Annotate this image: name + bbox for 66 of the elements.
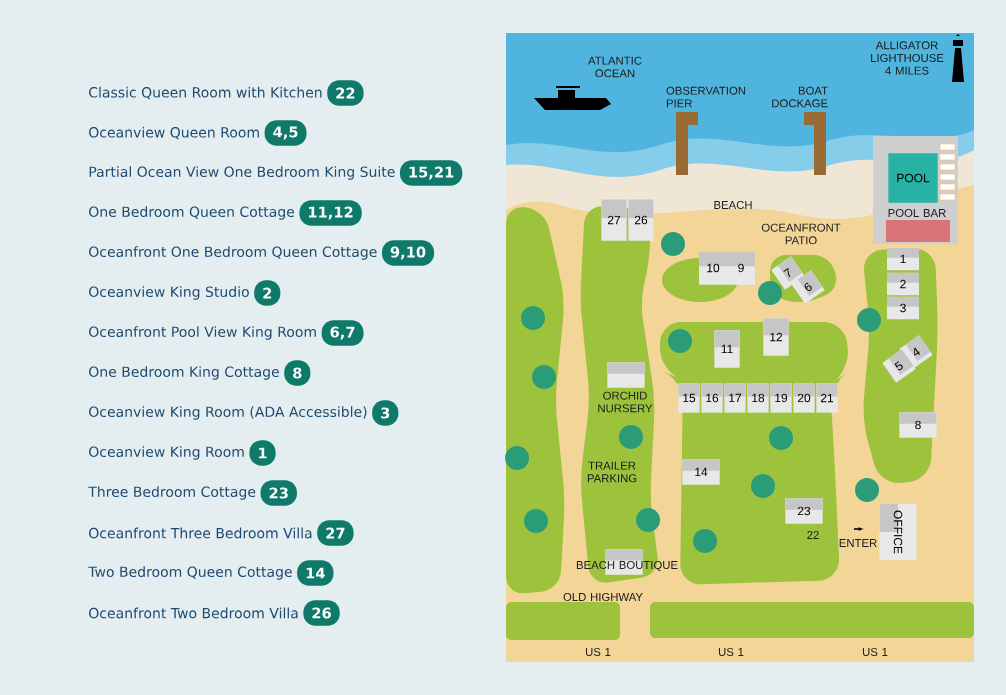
building: 9 bbox=[727, 251, 755, 285]
building: 23 bbox=[785, 498, 823, 524]
node-label: 27 bbox=[607, 215, 621, 225]
building: 26 bbox=[628, 199, 654, 241]
building: 15 bbox=[678, 383, 700, 413]
building: 16 bbox=[701, 383, 723, 413]
building: 12 bbox=[763, 318, 789, 356]
building: 6 bbox=[791, 270, 825, 304]
map-label: BOAT DOCKAGE bbox=[772, 86, 828, 108]
room-type-label: Oceanfront Three Bedroom Villa bbox=[89, 527, 312, 539]
map-label: ATLANTIC OCEAN bbox=[588, 56, 642, 78]
room-type-label: Oceanfront Pool View King Room bbox=[89, 326, 316, 340]
building: 18 bbox=[747, 383, 769, 413]
pool: POOL bbox=[888, 153, 938, 203]
building: 10 bbox=[699, 251, 727, 285]
room-number-badge: 14 bbox=[297, 560, 334, 586]
map-label: OCEANFRONT PATIO bbox=[761, 223, 841, 245]
map-label: US 1 bbox=[718, 648, 744, 656]
map-label: US 1 bbox=[862, 648, 888, 656]
room-number-badge: 4,5 bbox=[264, 120, 307, 146]
room-type-label: Three Bedroom Cottage bbox=[88, 486, 256, 500]
room-type-label: Partial Ocean View One Bedroom King Suite bbox=[89, 166, 395, 180]
room-type-label: Classic Queen Room with Kitchen bbox=[89, 86, 322, 100]
building: 17 bbox=[724, 383, 746, 413]
room-number-badge: 6,7 bbox=[321, 320, 364, 346]
room-type-label: Oceanfront Two Bedroom Villa bbox=[89, 607, 298, 619]
building: 3 bbox=[887, 296, 919, 320]
room-number-badge: 26 bbox=[303, 600, 340, 626]
building: 11 bbox=[714, 330, 740, 368]
room-type-label: Oceanview King Studio bbox=[89, 286, 249, 300]
map-label: OLD HIGHWAY bbox=[563, 593, 643, 601]
map-label: US 1 bbox=[585, 648, 611, 656]
map-label: BEACH bbox=[714, 201, 752, 209]
map-label: ALLIGATOR LIGHTHOUSE 4 MILES bbox=[871, 41, 944, 75]
office-building: OFFICE bbox=[879, 504, 917, 560]
map-label: TRAILER PARKING bbox=[587, 461, 637, 483]
room-number-badge: 2 bbox=[254, 280, 281, 306]
room-type-label: One Bedroom Queen Cottage bbox=[89, 206, 295, 220]
building: 21 bbox=[816, 383, 838, 413]
building: 20 bbox=[793, 383, 815, 413]
map-label: ORCHID NURSERY bbox=[598, 391, 653, 413]
map-label: POOL BAR bbox=[888, 209, 946, 217]
room-number-badge: 11,12 bbox=[299, 200, 362, 226]
room-number-badge: 27 bbox=[317, 520, 354, 546]
building: 8 bbox=[899, 412, 937, 438]
node-label: 26 bbox=[634, 215, 648, 225]
map-label: ENTER bbox=[839, 539, 877, 547]
room-number-badge: 23 bbox=[260, 480, 297, 506]
building: 19 bbox=[770, 383, 792, 413]
room-number-badge: 8 bbox=[284, 360, 311, 386]
building: 1 bbox=[887, 247, 919, 271]
map-label: BEACH BOUTIQUE bbox=[576, 561, 678, 571]
room-type-label: Oceanview King Room (ADA Accessible) bbox=[89, 406, 367, 420]
room-type-label: Oceanview Queen Room bbox=[89, 126, 259, 140]
room-number-badge: 1 bbox=[249, 440, 276, 466]
map-label: OBSERVATION PIER bbox=[666, 86, 746, 108]
building bbox=[607, 362, 645, 388]
room-type-label: Oceanfront One Bedroom Queen Cottage bbox=[89, 246, 377, 260]
room-type-label: Two Bedroom Queen Cottage bbox=[88, 566, 292, 580]
room-number-badge: 22 bbox=[327, 80, 364, 106]
building: 27 bbox=[601, 199, 627, 241]
building: 14 bbox=[682, 459, 720, 485]
room-type-label: One Bedroom King Cottage bbox=[89, 366, 279, 380]
room-number-badge: 3 bbox=[372, 400, 399, 426]
room-type-label: Oceanview King Room bbox=[89, 446, 244, 460]
building: 2 bbox=[887, 272, 919, 296]
